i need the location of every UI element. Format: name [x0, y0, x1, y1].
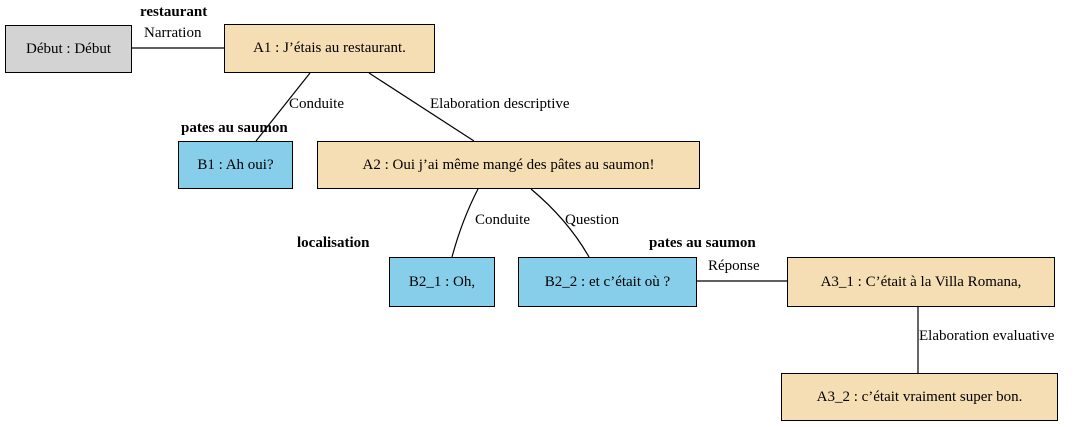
topic-label-localisation: localisation — [297, 235, 370, 251]
edge-label-reponse: Réponse — [708, 258, 760, 274]
edge-label-conduite-a2-b2_1: Conduite — [475, 212, 530, 228]
topic-label-restaurant: restaurant — [140, 4, 208, 20]
node-a2[interactable]: A2 : Oui j’ai même mangé des pâtes au sa… — [317, 141, 700, 189]
topic-label-pates-b1: pates au saumon — [181, 120, 288, 136]
edge-a1-b1 — [255, 72, 311, 142]
node-b2_1[interactable]: B2_1 : Oh, — [389, 257, 495, 307]
edge-a2-b2_2 — [530, 188, 590, 258]
edge-label-question: Question — [565, 212, 620, 228]
node-b1[interactable]: B1 : Ah oui? — [178, 141, 293, 189]
node-a3_2[interactable]: A3_2 : c’était vraiment super bon. — [781, 373, 1058, 421]
node-b2_2[interactable]: B2_2 : et c’était où ? — [518, 257, 697, 307]
edge-a2-b2_1 — [451, 188, 479, 258]
edge-label-elaboration-descriptive: Elaboration descriptive — [430, 96, 570, 112]
edge-label-conduite-a1-b1: Conduite — [289, 96, 344, 112]
node-debut[interactable]: Début : Début — [5, 25, 132, 73]
node-a3_1[interactable]: A3_1 : C’était à la Villa Romana, — [787, 257, 1055, 307]
node-a1[interactable]: A1 : J’étais au restaurant. — [224, 24, 435, 73]
topic-label-pates-b2_2: pates au saumon — [649, 235, 756, 251]
edge-label-elaboration-evaluative: Elaboration evaluative — [919, 328, 1055, 344]
edge-a1-a2 — [368, 72, 475, 142]
edge-label-narration: Narration — [144, 25, 202, 41]
